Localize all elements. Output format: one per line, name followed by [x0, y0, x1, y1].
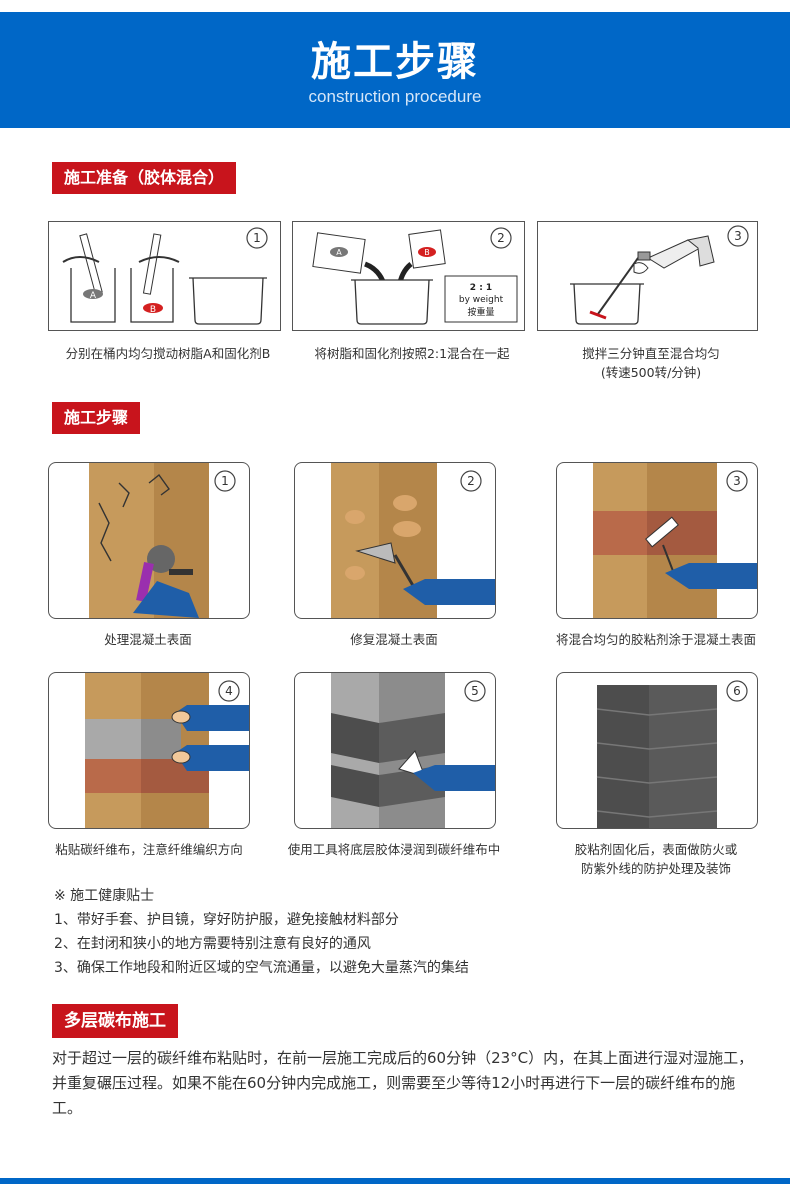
- page-title: 施工步骤: [311, 39, 479, 85]
- step-number: 4: [225, 684, 233, 698]
- prep-step-2-caption: 将树脂和固化剂按照2:1混合在一起: [314, 346, 510, 361]
- ratio-text: 2 : 1: [470, 283, 492, 293]
- health-tips: ※ 施工健康贴士 1、带好手套、护目镜，穿好防护服，避免接触材料部分 2、在封闭…: [54, 884, 469, 980]
- step-number: 5: [471, 684, 479, 698]
- label-a: A: [90, 291, 97, 301]
- prep-step-3-illustration: 3: [537, 221, 758, 331]
- step-4-illustration: 4: [48, 672, 250, 829]
- label-b: B: [424, 248, 430, 257]
- prep-step-1-caption: 分别在桶内均匀搅动树脂A和固化剂B: [65, 346, 271, 361]
- step-6-illustration: 6: [556, 672, 758, 829]
- step-3-caption: 将混合均匀的胶粘剂涂于混凝土表面: [555, 632, 756, 647]
- prep-step-2-illustration: 2 A B 2 : 1 by weight 按重量: [292, 221, 525, 331]
- step-number: 1: [253, 231, 261, 245]
- tips-title: ※ 施工健康贴士: [54, 888, 155, 904]
- label-b: B: [150, 305, 156, 315]
- step-1-caption: 处理混凝土表面: [104, 632, 192, 647]
- multilayer-paragraph: 对于超过一层的碳纤维布粘贴时，在前一层施工完成后的60分钟（23°C）内，在其上…: [52, 1049, 754, 1117]
- step-5-caption: 使用工具将底层胶体浸润到碳纤维布中: [287, 842, 501, 857]
- step-number: 1: [221, 474, 229, 488]
- step-3-illustration: 3: [556, 462, 758, 619]
- step-2-caption: 修复混凝土表面: [350, 632, 438, 647]
- ratio-cn: 按重量: [467, 306, 494, 318]
- prep-step-1-illustration: 1 A B: [48, 221, 281, 331]
- label-a: A: [336, 248, 342, 257]
- ratio-en: by weight: [459, 295, 504, 305]
- step-number: 3: [734, 229, 742, 243]
- step-number: 6: [733, 684, 741, 698]
- section-tag-preparation: 施工准备（胶体混合）: [52, 162, 237, 194]
- tip-item: 1、带好手套、护目镜，穿好防护服，避免接触材料部分: [54, 912, 399, 928]
- step-number: 2: [497, 231, 505, 245]
- section-tag-multilayer: 多层碳布施工: [52, 1004, 178, 1038]
- step-4-caption: 粘贴碳纤维布，注意纤维编织方向: [55, 842, 243, 857]
- step-5-illustration: 5: [294, 672, 496, 829]
- step-2-illustration: 2: [294, 462, 496, 619]
- tip-item: 3、确保工作地段和附近区域的空气流通量，以避免大量蒸汽的集结: [54, 960, 469, 976]
- prep-step-3-caption: 搅拌三分钟直至混合均匀 (转速500转/分钟): [582, 346, 720, 380]
- page-subtitle: construction procedure: [308, 87, 482, 106]
- step-number: 3: [733, 474, 741, 488]
- page-header: 施工步骤 construction procedure: [0, 12, 790, 128]
- step-6-caption: 胶粘剂固化后，表面做防火或 防紫外线的防护处理及装饰: [574, 842, 738, 876]
- step-number: 2: [467, 474, 475, 488]
- step-1-illustration: 1: [48, 462, 250, 619]
- tip-item: 2、在封闭和狭小的地方需要特别注意有良好的通风: [54, 936, 371, 952]
- section-tag-steps: 施工步骤: [52, 402, 141, 434]
- footer-bar: [0, 1178, 790, 1184]
